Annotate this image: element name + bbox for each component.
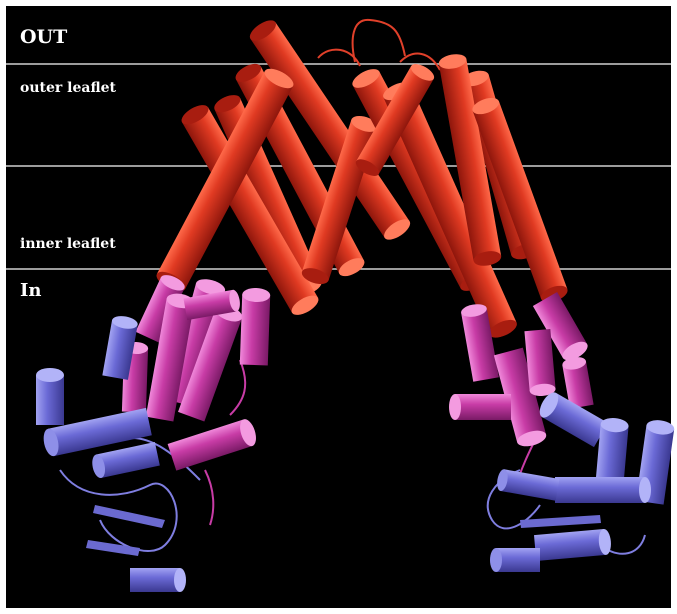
left-magenta-loop — [205, 470, 213, 525]
cyto-helix — [90, 442, 160, 479]
cyto-helix — [36, 368, 64, 425]
interface-helix — [240, 288, 271, 366]
outer-leaflet-label: outer leaflet — [20, 80, 116, 96]
cyto-helix — [534, 528, 612, 561]
inner-leaflet-label: inner leaflet — [20, 236, 116, 252]
cyto-helix — [490, 548, 540, 572]
cyto-helix — [496, 468, 560, 500]
cyto-strand — [93, 505, 165, 528]
cyto-strand — [520, 515, 601, 528]
top-loop — [353, 20, 405, 62]
interface-helix — [449, 394, 511, 420]
out-label: OUT — [20, 26, 67, 48]
interface-helix — [168, 417, 259, 471]
interface-helices — [122, 272, 594, 471]
in-label: In — [20, 280, 42, 301]
cyto-helix — [595, 417, 629, 486]
cyto-strand — [86, 540, 140, 556]
cyto-helix — [130, 568, 186, 592]
left-magenta-loop-2 — [230, 360, 245, 415]
cyto-helix — [555, 477, 651, 503]
